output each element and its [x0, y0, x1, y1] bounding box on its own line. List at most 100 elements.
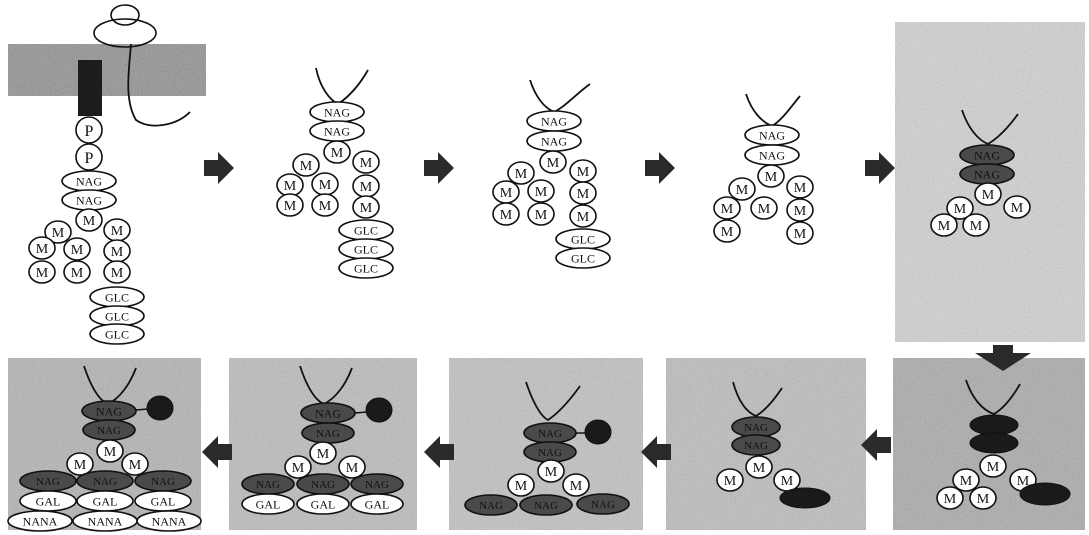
sugar-nana: NANA	[137, 511, 201, 531]
sugar-m-label: M	[129, 458, 142, 473]
sugar-glc: GLC	[90, 306, 144, 326]
sugar-nana-label: NANA	[152, 514, 187, 528]
sugar-m-label: M	[319, 178, 332, 193]
sugar-m-label: M	[577, 187, 590, 202]
sugar-m-label: M	[977, 492, 990, 507]
sugar-nag: NAG	[524, 423, 576, 443]
sugar-nag-label: NAG	[316, 428, 340, 440]
sugar-nag-label: NAG	[591, 499, 615, 511]
sugar-nana-label: NANA	[23, 514, 58, 528]
sugar-gal: GAL	[135, 491, 191, 511]
sugar-m-label: M	[500, 186, 513, 201]
sugar-m-label: M	[987, 460, 1000, 475]
sugar-glc: GLC	[339, 239, 393, 259]
sugar-nana: NANA	[8, 511, 72, 531]
sugar-m-label: M	[721, 225, 734, 240]
sugar-m: M	[717, 469, 743, 491]
sugar-m: M	[563, 474, 589, 496]
sugar-m: M	[980, 455, 1006, 477]
sugar-glc: GLC	[90, 287, 144, 307]
sugar-p-label: P	[85, 150, 94, 167]
sugar-m: M	[540, 151, 566, 173]
sugar-glc-label: GLC	[571, 251, 595, 265]
sugar-m: M	[29, 261, 55, 283]
sugar-m-label: M	[104, 445, 117, 460]
sugar-nag: NAG	[577, 494, 629, 514]
sugar-m: M	[493, 181, 519, 203]
sugar-m-label: M	[292, 461, 305, 476]
sugar-m: M	[104, 219, 130, 241]
sugar-m: M	[751, 197, 777, 219]
sugar-m-label: M	[331, 146, 344, 161]
sugar-m-label: M	[500, 208, 513, 223]
stage-4-glycan: NAGNAGMMMMMMMM	[714, 94, 813, 244]
sugar-m-label: M	[970, 219, 983, 234]
sugar-nag-label: NAG	[151, 476, 175, 488]
sugar-m-label: M	[721, 202, 734, 217]
sugar-nag: NAG	[77, 471, 133, 491]
sugar-nag: NAG	[302, 423, 354, 443]
sugar-m: M	[787, 199, 813, 221]
right-arrow-icon	[204, 152, 234, 184]
sugar-nag-label: NAG	[365, 479, 389, 491]
sugar-gal-label: GAL	[36, 494, 61, 508]
sugar-m-label: M	[794, 204, 807, 219]
sugar-nag-label: NAG	[541, 134, 567, 148]
sugar-m-label: M	[765, 170, 778, 185]
sugar-m: M	[528, 180, 554, 202]
membrane-protein-head	[111, 5, 139, 25]
left-arrow-icon	[202, 436, 232, 468]
sugar-gal-label: GAL	[311, 497, 336, 511]
filled-ellipse-icon	[970, 433, 1018, 453]
fucose-link-line	[136, 409, 148, 410]
filled-ellipse-icon	[1020, 483, 1070, 505]
sugar-m: M	[64, 261, 90, 283]
sugar-glc-label: GLC	[105, 290, 129, 304]
sugar-nag: NAG	[732, 417, 780, 437]
filled-circle-icon	[366, 398, 392, 422]
sugar-gal: GAL	[351, 494, 403, 514]
filled-circle-icon	[147, 396, 173, 420]
sugar-m: M	[714, 197, 740, 219]
sugar-m: M	[758, 165, 784, 187]
sugar-m: M	[508, 474, 534, 496]
sugar-nag: NAG	[20, 471, 76, 491]
sugar-m: M	[353, 175, 379, 197]
sugar-nag-label: NAG	[759, 148, 785, 162]
sugar-m: M	[787, 222, 813, 244]
sugar-m: M	[714, 220, 740, 242]
sugar-nag-label: NAG	[759, 128, 785, 142]
sugar-m-label: M	[515, 479, 528, 494]
sugar-m: M	[285, 456, 311, 478]
sugar-m-label: M	[284, 179, 297, 194]
sugar-nana-label: NANA	[88, 514, 123, 528]
sugar-m: M	[310, 442, 336, 464]
sugar-m: M	[104, 240, 130, 262]
sugar-m: M	[104, 261, 130, 283]
sugar-m: M	[528, 203, 554, 225]
sugar-nag: NAG	[351, 474, 403, 494]
sugar-m-label: M	[545, 465, 558, 480]
sugar-nag-label: NAG	[974, 148, 1000, 162]
sugar-glc-label: GLC	[105, 327, 129, 341]
sugar-nag: NAG	[297, 474, 349, 494]
sugar-glc-label: GLC	[571, 232, 595, 246]
sugar-m: M	[975, 183, 1001, 205]
sugar-nag: NAG	[135, 471, 191, 491]
filled-circle-icon	[585, 420, 611, 444]
sugar-m-label: M	[111, 224, 124, 239]
sugar-nag-label: NAG	[541, 114, 567, 128]
sugar-m: M	[953, 469, 979, 491]
sugar-nag: NAG	[745, 145, 799, 165]
filled-ellipse-icon	[970, 415, 1018, 435]
protein-backbone-line	[316, 68, 368, 104]
sugar-m: M	[570, 160, 596, 182]
sugar-gal-label: GAL	[151, 494, 176, 508]
sugar-m-label: M	[944, 492, 957, 507]
sugar-m-label: M	[360, 201, 373, 216]
sugar-m: M	[570, 182, 596, 204]
sugar-m-label: M	[535, 208, 548, 223]
sugar-nag-label: NAG	[76, 174, 102, 188]
sugar-m-label: M	[577, 165, 590, 180]
